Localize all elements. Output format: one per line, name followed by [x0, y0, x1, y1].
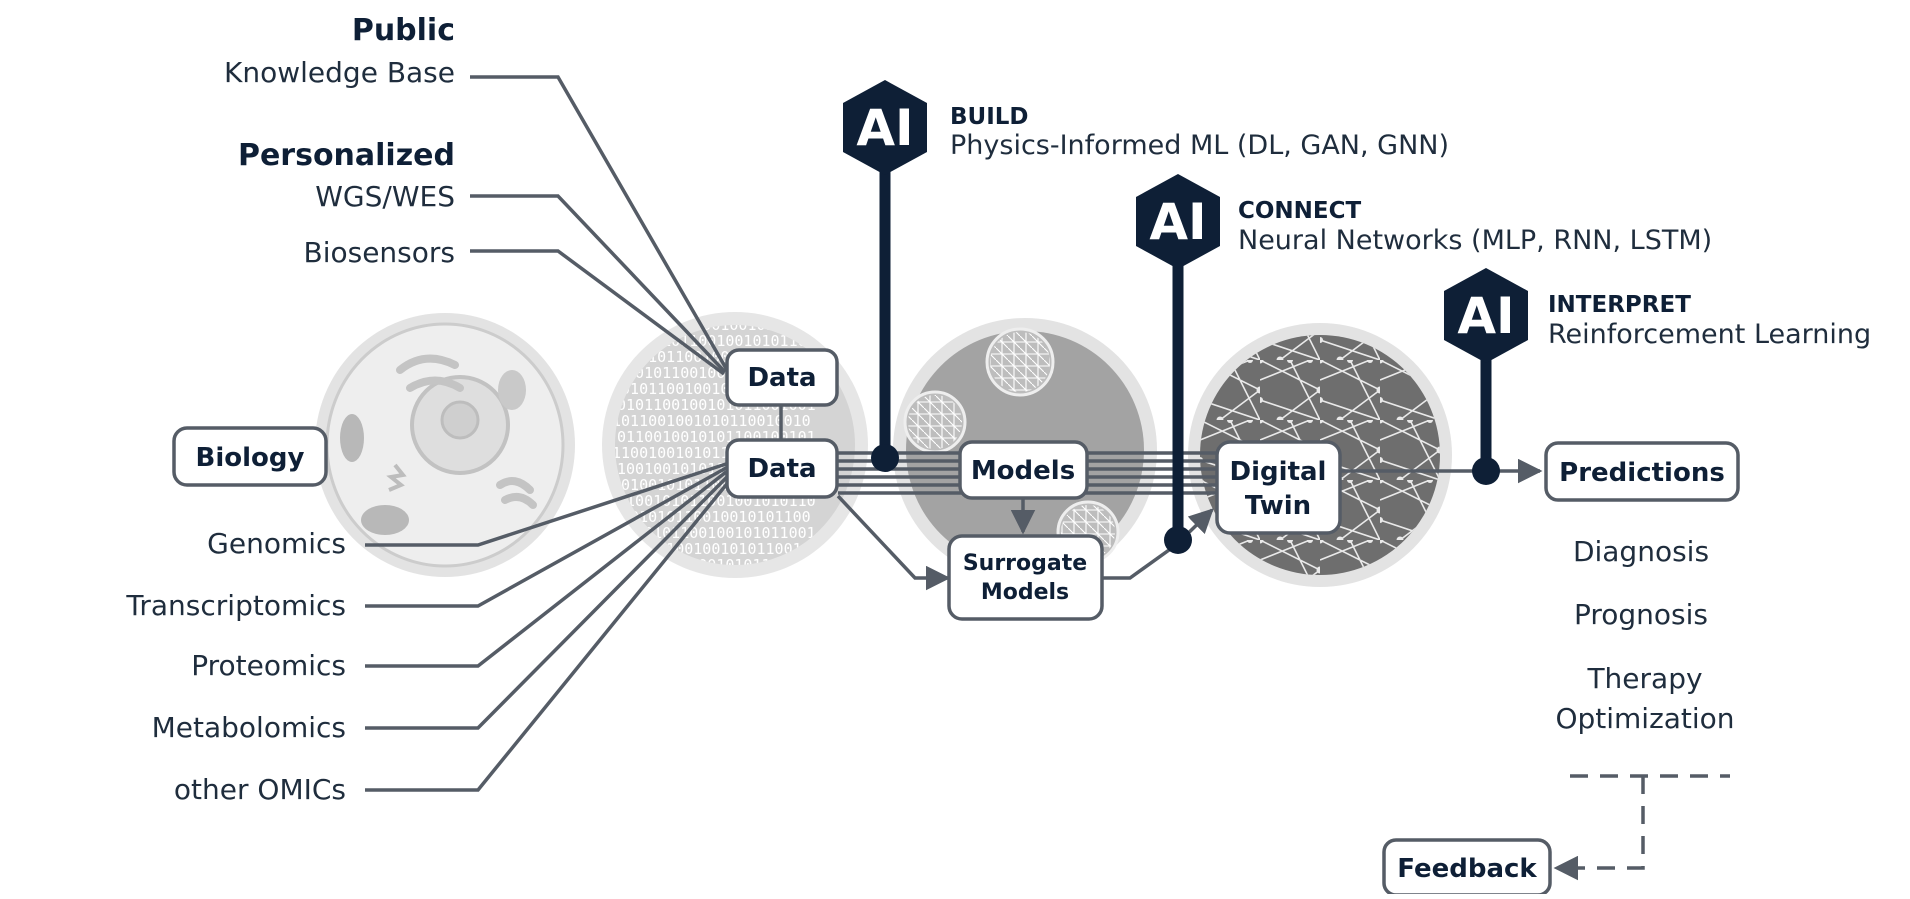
feedback-label: Feedback	[1397, 854, 1537, 884]
output-therapy-line2: Optimization	[1555, 702, 1734, 735]
ai-badge-text: AI	[1457, 287, 1514, 345]
output-prognosis: Prognosis	[1574, 598, 1708, 631]
data-top-label: Data	[747, 363, 816, 393]
node-data-main: Data	[725, 438, 839, 499]
omics-metabolomics: Metabolomics	[152, 711, 346, 744]
output-therapy-line1: Therapy	[1586, 662, 1702, 695]
ai-step-connect: AI CONNECT Neural Networks (MLP, RNN, LS…	[1136, 174, 1712, 269]
prediction-outputs: Diagnosis Prognosis Therapy Optimization	[1555, 535, 1734, 735]
models-label: Models	[971, 456, 1075, 486]
node-feedback: Feedback	[1382, 838, 1552, 897]
public-knowledge-base: Knowledge Base	[224, 56, 455, 89]
omics-transcriptomics: Transcriptomics	[125, 589, 346, 622]
interpret-title: INTERPRET	[1548, 292, 1691, 318]
node-predictions: Predictions	[1544, 441, 1740, 502]
node-models: Models	[958, 440, 1089, 500]
ai-badge-text: AI	[1149, 193, 1206, 251]
build-subtitle: Physics-Informed ML (DL, GAN, GNN)	[950, 130, 1449, 161]
node-digital-twin: Digital Twin	[1215, 440, 1342, 535]
data-sources: Public Knowledge Base Personalized WGS/W…	[224, 13, 455, 269]
ai-step-interpret: AI INTERPRET Reinforcement Learning	[1444, 268, 1871, 363]
omics-proteomics: Proteomics	[191, 649, 346, 682]
node-biology: Biology	[172, 426, 328, 487]
ai-hexagon-icon	[1444, 268, 1528, 363]
predictions-label: Predictions	[1559, 458, 1725, 488]
connect-subtitle: Neural Networks (MLP, RNN, LSTM)	[1238, 225, 1712, 256]
ai-badge-text: AI	[856, 99, 913, 157]
omics-connectors	[365, 462, 732, 792]
node-surrogate-models: Surrogate Models	[947, 534, 1104, 621]
connect-title: CONNECT	[1238, 198, 1362, 224]
omics-list: Genomics Transcriptomics Proteomics Meta…	[125, 527, 346, 806]
biology-label: Biology	[196, 443, 305, 473]
cell-illustration-biology	[315, 313, 575, 577]
data-main-label: Data	[747, 454, 816, 484]
source-biosensors: Biosensors	[304, 236, 456, 269]
interpret-subtitle: Reinforcement Learning	[1548, 319, 1871, 350]
omics-other: other OMICs	[174, 773, 346, 806]
binary-row: 1011001001010110010010	[612, 412, 811, 430]
binary-row: 0100101011001001010110	[612, 316, 811, 334]
surrogate-label-line2: Models	[981, 580, 1069, 605]
surrogate-label-line1: Surrogate	[963, 551, 1087, 576]
ai-hexagon-icon	[843, 80, 927, 175]
twin-label-line2: Twin	[1245, 491, 1311, 521]
ai-stems	[871, 170, 1500, 554]
personalized-heading: Personalized	[238, 138, 455, 173]
public-heading: Public	[352, 13, 455, 48]
source-wgs-wes: WGS/WES	[315, 180, 455, 213]
binary-row: 1010110010010101100100	[617, 556, 816, 574]
omics-genomics: Genomics	[207, 527, 346, 560]
feedback-loop	[1553, 774, 1730, 881]
source-connectors	[470, 75, 783, 440]
ai-hexagon-icon	[1136, 174, 1220, 269]
ai-step-build: AI BUILD Physics-Informed ML (DL, GAN, G…	[843, 80, 1449, 175]
build-title: BUILD	[950, 104, 1029, 130]
twin-label-line1: Digital	[1230, 457, 1327, 487]
node-data-top: Data	[725, 348, 839, 407]
output-diagnosis: Diagnosis	[1573, 535, 1709, 568]
